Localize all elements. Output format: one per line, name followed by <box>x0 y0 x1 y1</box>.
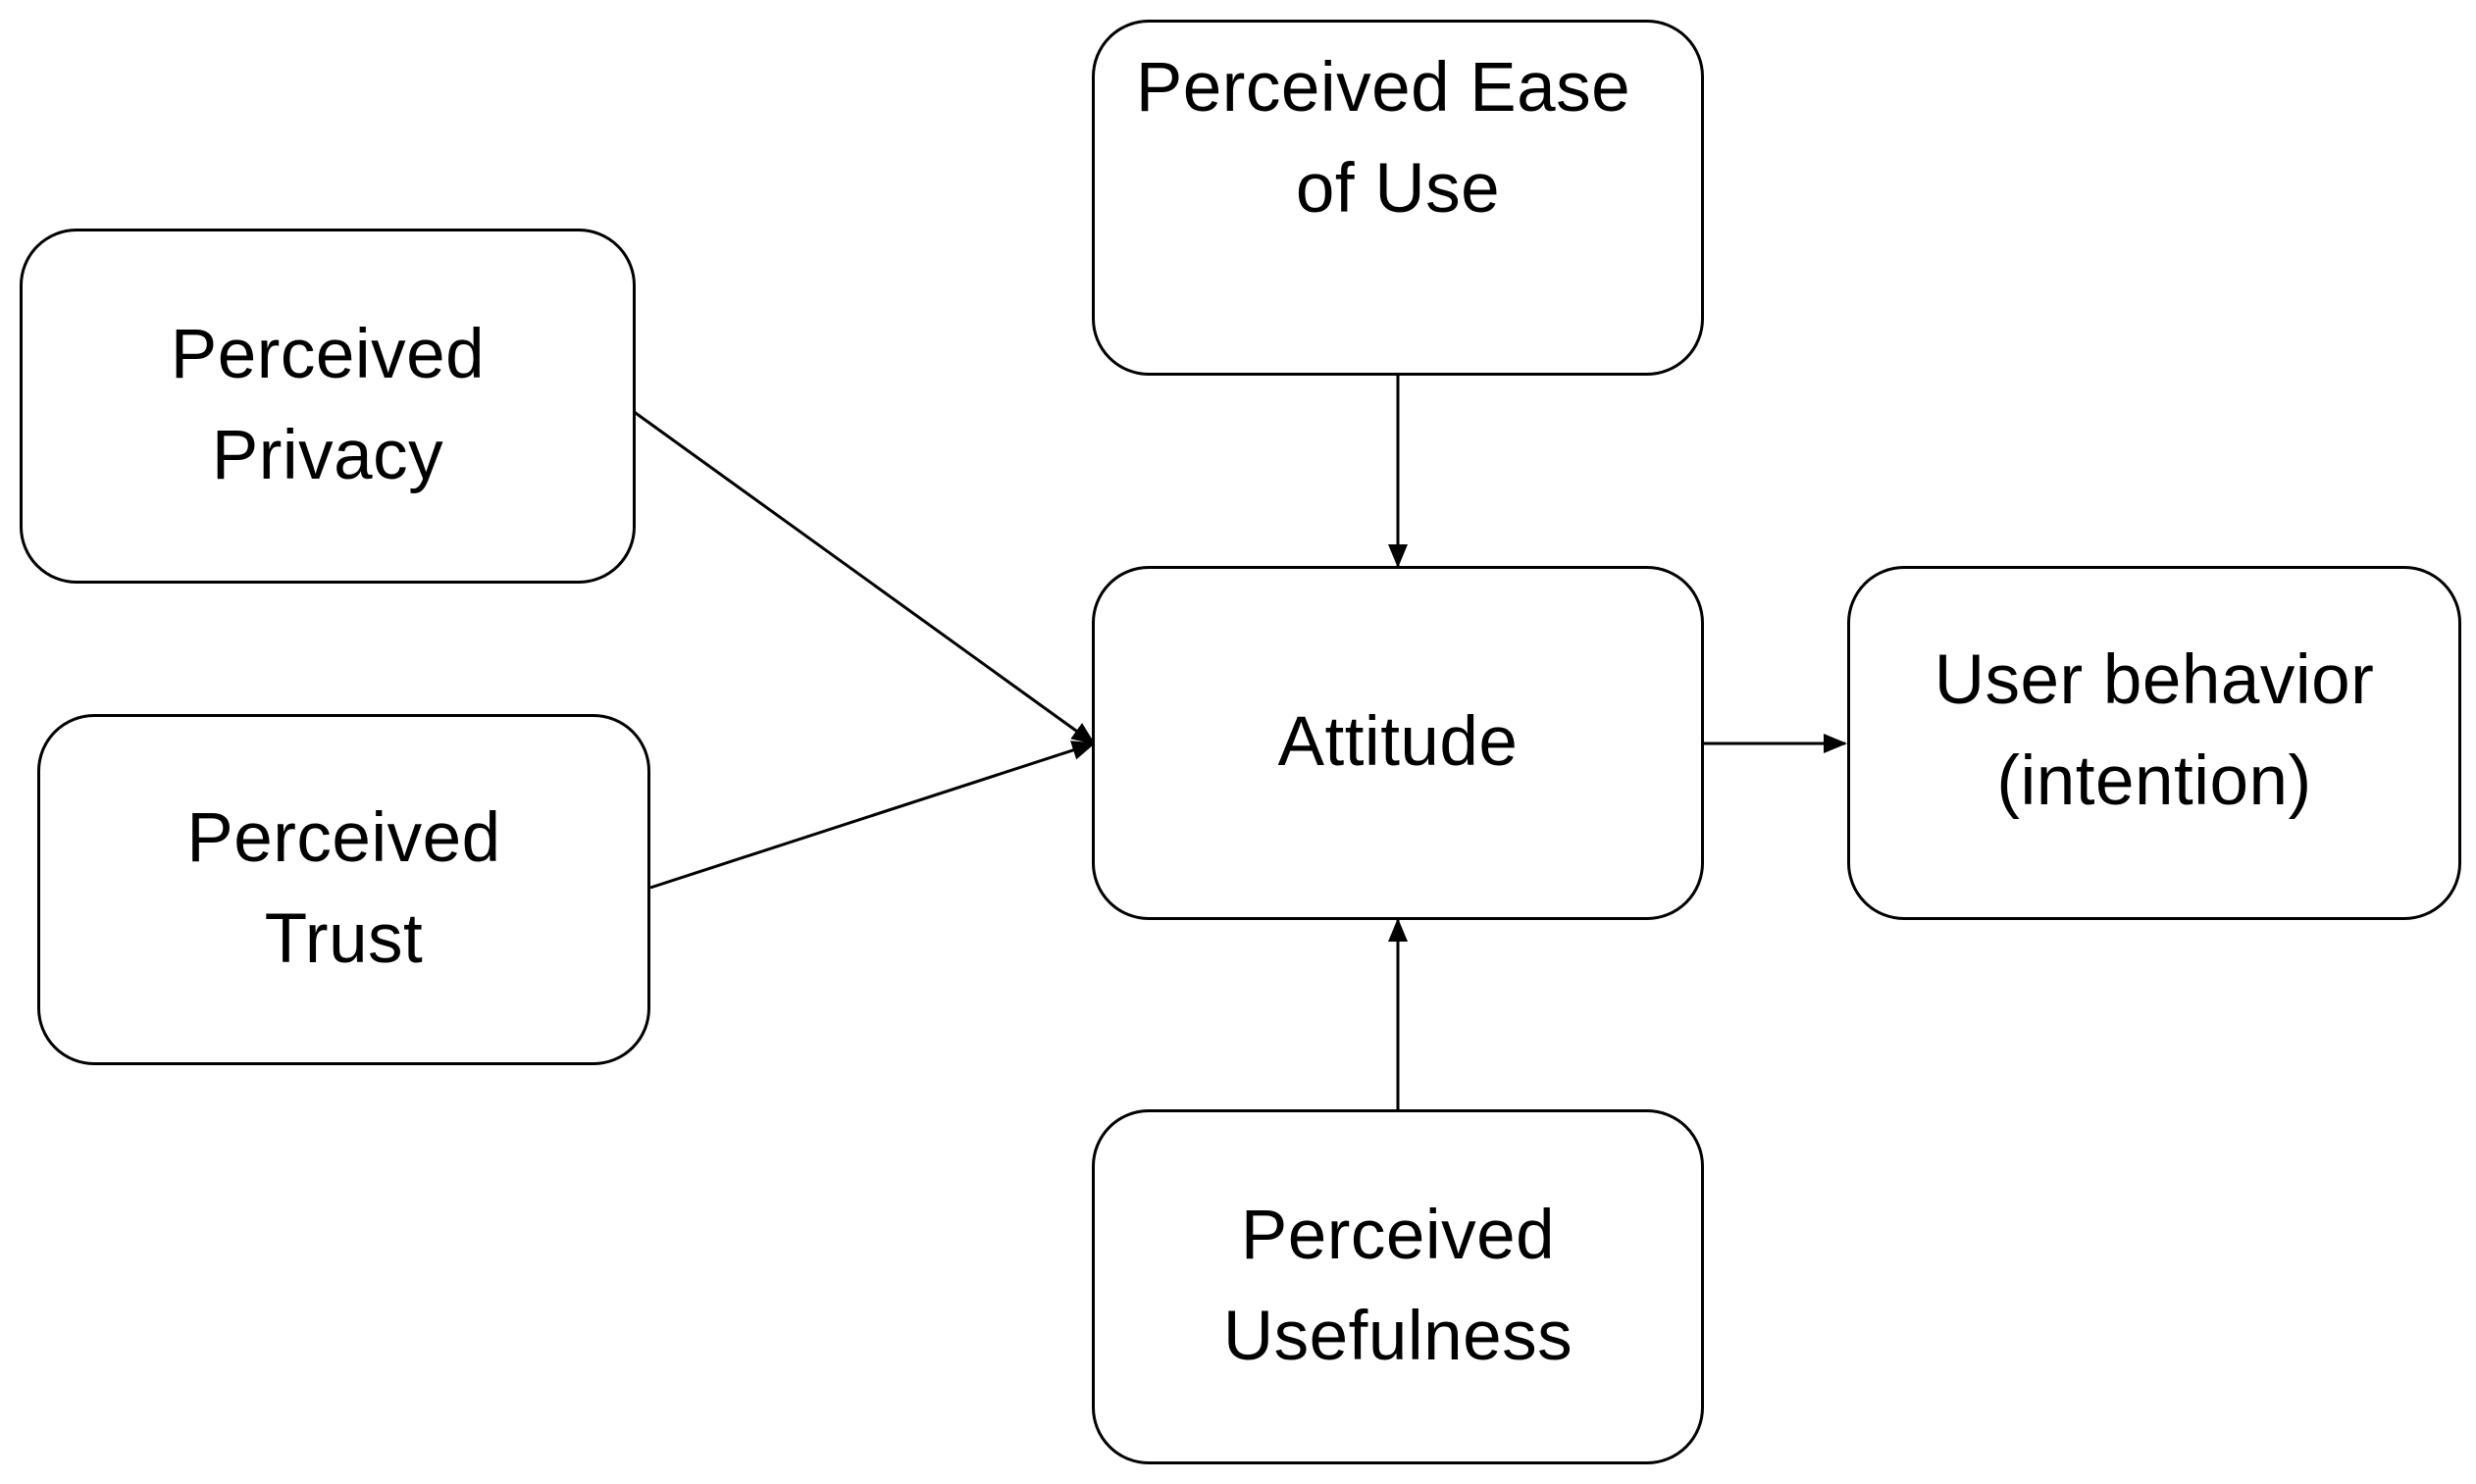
node-perceived-usefulness-label: Perceived Usefulness <box>1223 1186 1573 1388</box>
node-user-behavior-intention: User behavior (intention) <box>1847 566 2461 920</box>
edge-trust-to-attitude <box>649 741 1096 890</box>
node-attitude-label: Attitude <box>1278 692 1519 793</box>
node-perceived-ease-of-use-label: Perceived Ease of Use <box>1136 38 1630 240</box>
node-user-behavior-intention-label: User behavior (intention) <box>1934 631 2374 833</box>
label-line: Privacy <box>211 417 444 494</box>
label-line: Usefulness <box>1222 1298 1573 1375</box>
node-perceived-privacy-label: Perceived Privacy <box>171 305 485 507</box>
label-line: User behavior <box>1934 640 2375 719</box>
edge-privacy-to-attitude <box>632 409 1096 745</box>
node-perceived-usefulness: Perceived Usefulness <box>1092 1109 1704 1464</box>
node-perceived-trust-label: Perceived Trust <box>186 789 500 991</box>
label-line: Perceived <box>186 799 501 878</box>
node-perceived-ease-of-use: Perceived Ease of Use <box>1092 20 1704 376</box>
label-line: Perceived Ease <box>1135 48 1631 127</box>
label-line: Trust <box>264 900 424 978</box>
label-line: Attitude <box>1277 703 1519 782</box>
node-perceived-trust: Perceived Trust <box>37 714 650 1065</box>
label-line: (intention) <box>1996 742 2312 820</box>
label-line: Perceived <box>170 316 486 394</box>
label-line: Perceived <box>1240 1197 1556 1275</box>
node-attitude: Attitude <box>1092 566 1704 920</box>
node-perceived-privacy: Perceived Privacy <box>20 229 636 584</box>
label-line: of Use <box>1295 149 1501 228</box>
